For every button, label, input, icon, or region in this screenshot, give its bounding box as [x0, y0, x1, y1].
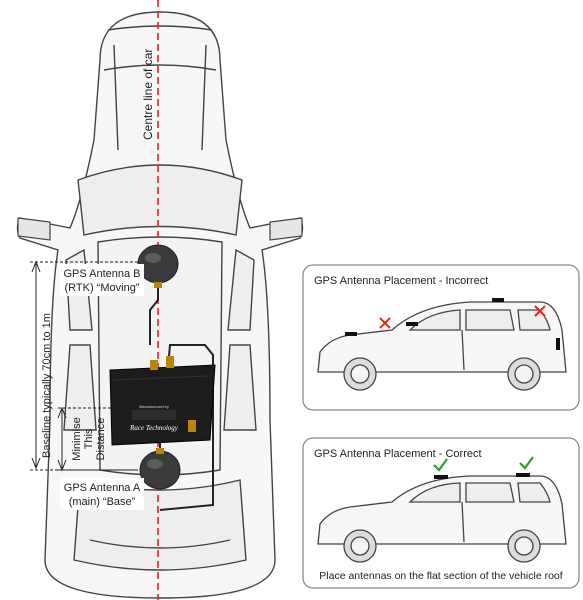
antenna-a-label: GPS Antenna A (main) “Base” — [60, 478, 144, 510]
antenna-b-label: GPS Antenna B (RTK) “Moving” — [60, 264, 144, 296]
antenna-a-line2: (main) “Base” — [69, 496, 136, 508]
minimise-line-1: Minimise — [71, 417, 83, 460]
side-car-correct — [317, 475, 567, 563]
minimise-line-2: This — [83, 428, 95, 449]
antenna-markers-correct — [434, 473, 530, 479]
receiver-brand: Race Technology — [129, 424, 179, 432]
receiver-small-text: Manufactured by — [139, 404, 169, 409]
side-mirrors — [17, 217, 303, 241]
antenna-b-line2: (RTK) “Moving” — [65, 282, 140, 294]
antenna-a-line1: GPS Antenna A — [64, 482, 141, 494]
antenna-a — [139, 448, 181, 490]
minimise-dimension — [57, 406, 138, 472]
panel-correct: GPS Antenna Placement - Correct Place an… — [302, 437, 580, 589]
gps-receiver-unit: Manufactured by Race Technology — [109, 356, 216, 446]
car-top-view — [16, 11, 304, 599]
wrong-mark-2 — [534, 305, 546, 317]
check-mark-2 — [519, 456, 534, 470]
wrong-mark-1 — [379, 317, 391, 329]
antenna-markers-incorrect — [345, 298, 560, 350]
panel-correct-title: GPS Antenna Placement - Correct — [314, 448, 482, 460]
antenna-b-line1: GPS Antenna B — [63, 268, 140, 280]
check-mark-1 — [433, 458, 448, 472]
baseline-label: Baseline typically 70cm to 1m — [41, 313, 53, 458]
minimise-line-3: Distance — [95, 418, 107, 461]
panel-incorrect-title: GPS Antenna Placement - Incorrect — [314, 275, 488, 287]
side-car-incorrect — [317, 301, 567, 391]
panel-correct-caption: Place antennas on the flat section of th… — [319, 570, 562, 582]
panel-incorrect: GPS Antenna Placement - Incorrect — [302, 264, 580, 411]
centre-line-label: Centre line of car — [141, 49, 155, 140]
